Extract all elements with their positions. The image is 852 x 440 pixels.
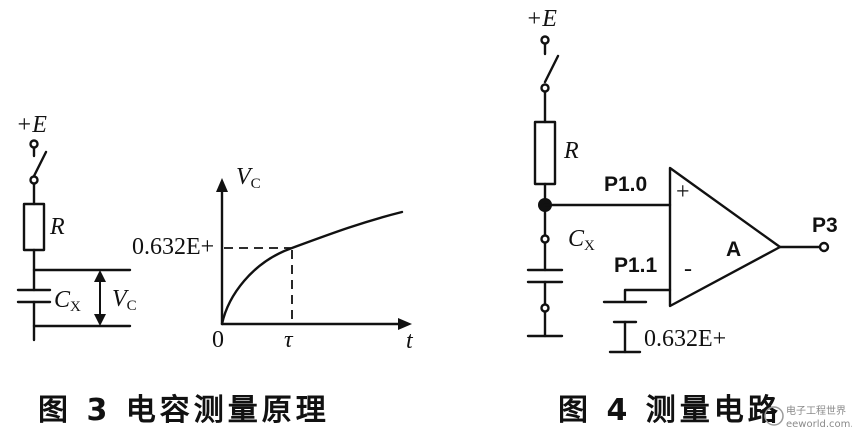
fig3-supply-terminal bbox=[29, 139, 39, 149]
fig4-resistor bbox=[533, 120, 557, 186]
fig4-capacitor-label: CX bbox=[568, 226, 595, 254]
watermark-line1: 电子工程世界 bbox=[786, 404, 846, 417]
fig4-pin-plus-label: P1.0 bbox=[604, 173, 647, 196]
fig4-pin-minus-label: P1.1 bbox=[614, 254, 658, 277]
graph-y-axis-label: VC bbox=[236, 164, 261, 192]
graph-level-label: 0.632E+ bbox=[132, 234, 214, 260]
fig4-switch-terminal bbox=[540, 83, 550, 93]
graph-y-axis-arrow-icon bbox=[216, 178, 228, 192]
fig4-reference-label: 0.632E+ bbox=[644, 326, 726, 352]
fig4-supply-terminal bbox=[540, 35, 550, 45]
graph-origin-label: 0 bbox=[212, 327, 224, 353]
fig4-output-terminal bbox=[818, 241, 830, 253]
fig4-circuit: +E R CX + - A P1.0 P1.1 P3 bbox=[526, 6, 838, 354]
fig4-op-amp-triangle bbox=[668, 166, 782, 308]
fig3-charge-graph: VC t 0 τ 0.632E+ bbox=[132, 164, 414, 354]
watermark-line2: eeworld.com.cn bbox=[786, 419, 852, 430]
fig3-capacitor-label: CX bbox=[54, 287, 81, 315]
graph-x-axis-arrow-icon bbox=[398, 318, 412, 330]
fig4-output-label: P3 bbox=[812, 214, 838, 237]
fig3-caption: 图 3 电容测量原理 bbox=[38, 393, 330, 428]
fig3-voltage-arrow-up-icon bbox=[94, 270, 106, 282]
fig3-switch-blade bbox=[32, 150, 48, 178]
fig4-switch-blade bbox=[543, 54, 560, 84]
fig3-switch-terminal bbox=[29, 175, 39, 185]
graph-x-axis-label: t bbox=[406, 328, 414, 354]
fig4-caption: 图 4 测量电路 bbox=[558, 393, 782, 428]
fig3-voltage-arrow-down-icon bbox=[94, 314, 106, 326]
fig4-capacitor-terminal-top bbox=[540, 234, 550, 244]
eeworld-watermark: 电子工程世界 eeworld.com.cn bbox=[764, 404, 852, 430]
fig4-resistor-label: R bbox=[563, 138, 579, 164]
fig4-plus-sign: + bbox=[676, 179, 690, 205]
fig3-supply-label: +E bbox=[16, 112, 47, 138]
watermark-logo-icon bbox=[764, 406, 784, 426]
fig4-supply-label: +E bbox=[526, 6, 557, 32]
fig3-circuit: +E R CX VC bbox=[16, 112, 137, 342]
fig4-minus-sign: - bbox=[684, 256, 692, 282]
fig3-resistor bbox=[22, 202, 46, 252]
fig4-amp-label: A bbox=[726, 238, 741, 261]
fig4-capacitor-terminal-bottom bbox=[540, 303, 550, 313]
graph-tau-label: τ bbox=[284, 327, 294, 353]
fig4-wire-to-minus-input bbox=[623, 288, 672, 302]
fig3-voltage-label: VC bbox=[112, 286, 137, 314]
graph-charge-curve bbox=[220, 210, 404, 326]
fig3-resistor-label: R bbox=[49, 214, 65, 240]
